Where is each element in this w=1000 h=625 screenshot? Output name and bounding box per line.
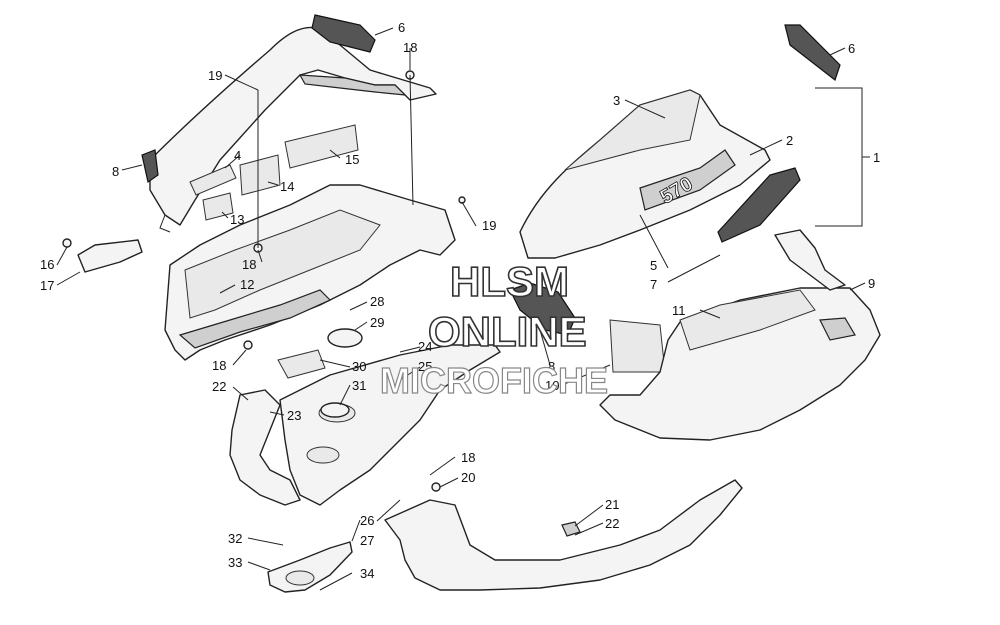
callout-8-center: 8 xyxy=(548,359,555,374)
callout-20: 20 xyxy=(461,470,475,485)
callout-5: 5 xyxy=(650,258,657,273)
bumper-9 xyxy=(599,229,881,441)
callout-22-left: 22 xyxy=(212,379,226,394)
callout-25: 25 xyxy=(418,359,432,374)
watermark-line-2: ONLINE xyxy=(428,308,587,355)
callout-1: 1 xyxy=(873,150,880,165)
callout-29: 29 xyxy=(370,315,384,330)
skid-plate-lower xyxy=(384,479,743,591)
decal-15 xyxy=(284,124,359,169)
leader-lines xyxy=(56,27,870,591)
callout-21: 21 xyxy=(605,497,619,512)
callout-10: 10 xyxy=(545,378,559,393)
callout-6-top: 6 xyxy=(398,20,405,35)
callout-28: 28 xyxy=(370,294,384,309)
callout-4: 4 xyxy=(234,148,241,163)
callout-18-top: 18 xyxy=(403,40,417,55)
vent-mesh-8-center xyxy=(509,282,576,336)
hood-upper-left xyxy=(149,26,437,233)
callout-19-mid: 19 xyxy=(482,218,496,233)
callout-12: 12 xyxy=(240,277,254,292)
callout-16: 16 xyxy=(40,257,54,272)
callout-19-top: 19 xyxy=(208,68,222,83)
callout-23: 23 xyxy=(287,408,301,423)
hood-right-3: 570 xyxy=(519,89,771,259)
callout-8-left: 8 xyxy=(112,164,119,179)
callout-3: 3 xyxy=(613,93,620,108)
watermark-line-3: MICROFICHE xyxy=(380,360,608,401)
bracket-17 xyxy=(62,238,143,273)
callout-15: 15 xyxy=(345,152,359,167)
callout-30: 30 xyxy=(352,359,366,374)
watermark: HLSM ONLINE MICROFICHE xyxy=(379,257,608,401)
vent-mesh-6-top xyxy=(311,14,376,53)
callout-24: 24 xyxy=(418,339,432,354)
callout-31: 31 xyxy=(352,378,366,393)
callout-26: 26 xyxy=(360,513,374,528)
callout-33: 33 xyxy=(228,555,242,570)
callout-2: 2 xyxy=(786,133,793,148)
callout-9: 9 xyxy=(868,276,875,291)
callout-18-mid: 18 xyxy=(242,257,256,272)
vent-mesh-right-large xyxy=(717,167,801,243)
decal-4 xyxy=(189,164,237,196)
callout-7: 7 xyxy=(650,277,657,292)
callout-labels: 6 18 19 4 8 15 14 13 19 16 17 18 12 18 2… xyxy=(40,20,880,581)
decal-13 xyxy=(202,192,234,221)
console-panel xyxy=(164,184,456,361)
callout-6-right: 6 xyxy=(848,41,855,56)
seal-29 xyxy=(327,328,363,348)
pad-30 xyxy=(277,349,326,379)
seal-31 xyxy=(320,402,350,418)
callout-17: 17 xyxy=(40,278,54,293)
fasteners xyxy=(243,70,466,492)
side-panel-23 xyxy=(229,389,301,506)
plate-33 xyxy=(267,541,353,593)
side-vent-8-left xyxy=(141,149,159,184)
vent-mesh-6-right xyxy=(784,24,841,81)
watermark-line-1: HLSM xyxy=(450,258,569,305)
callout-27: 27 xyxy=(360,533,374,548)
callout-22-right: 22 xyxy=(605,516,619,531)
callout-13: 13 xyxy=(230,212,244,227)
callout-18-right: 18 xyxy=(461,450,475,465)
decal-14 xyxy=(239,154,281,196)
callout-34: 34 xyxy=(360,566,374,581)
callout-32: 32 xyxy=(228,531,242,546)
callout-18-low: 18 xyxy=(212,358,226,373)
decal-10 xyxy=(609,319,666,373)
callout-11: 11 xyxy=(672,303,686,318)
callout-14: 14 xyxy=(280,179,294,194)
